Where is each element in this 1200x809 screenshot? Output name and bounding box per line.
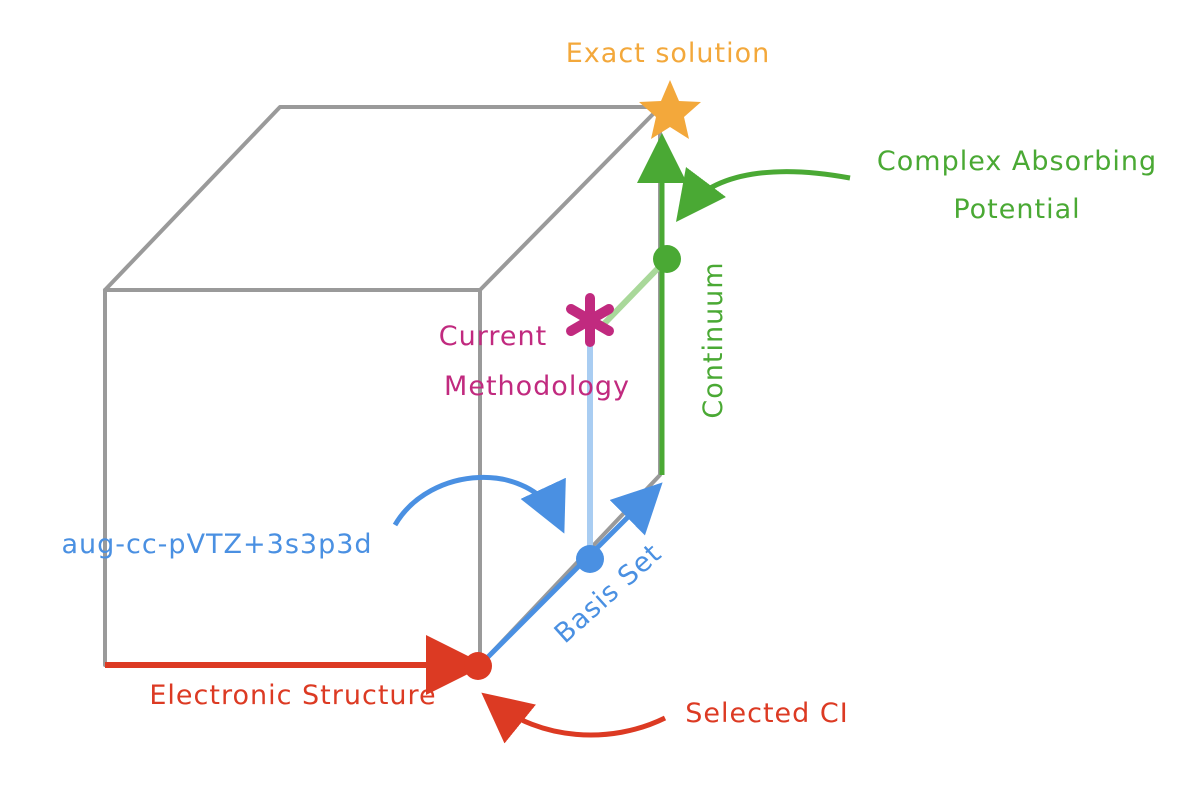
basis-set-axis [478, 482, 663, 667]
basis-set-point [576, 545, 604, 573]
selected-ci-pointer-arrow [481, 692, 667, 744]
current-methodology-label-line2: Methodology [444, 371, 630, 402]
cap-label-line1: Complex Absorbing [877, 146, 1157, 177]
cap-label-line2: Potential [953, 194, 1080, 225]
basis-name-pointer-arrow [392, 475, 566, 534]
current-to-cap-line [597, 257, 669, 331]
exact-solution-star-icon [639, 80, 701, 139]
selected-ci-point [464, 652, 492, 680]
cube-top-face [103, 105, 662, 292]
cap-pointer-arrow [675, 167, 851, 222]
current-methodology-asterisk-icon [566, 293, 614, 347]
exact-solution-label: Exact solution [566, 38, 771, 69]
selected-ci-label: Selected CI [685, 698, 848, 729]
cube-front-face [103, 288, 482, 667]
basis-set-label: Basis Set [549, 538, 668, 650]
continuum-label: Continuum [698, 261, 729, 418]
basis-name-label: aug-cc-pVTZ+3s3p3d [61, 529, 372, 560]
current-methodology-label-line1: Current [439, 321, 547, 352]
electronic-structure-label: Electronic Structure [149, 680, 436, 711]
cap-point [653, 245, 681, 273]
